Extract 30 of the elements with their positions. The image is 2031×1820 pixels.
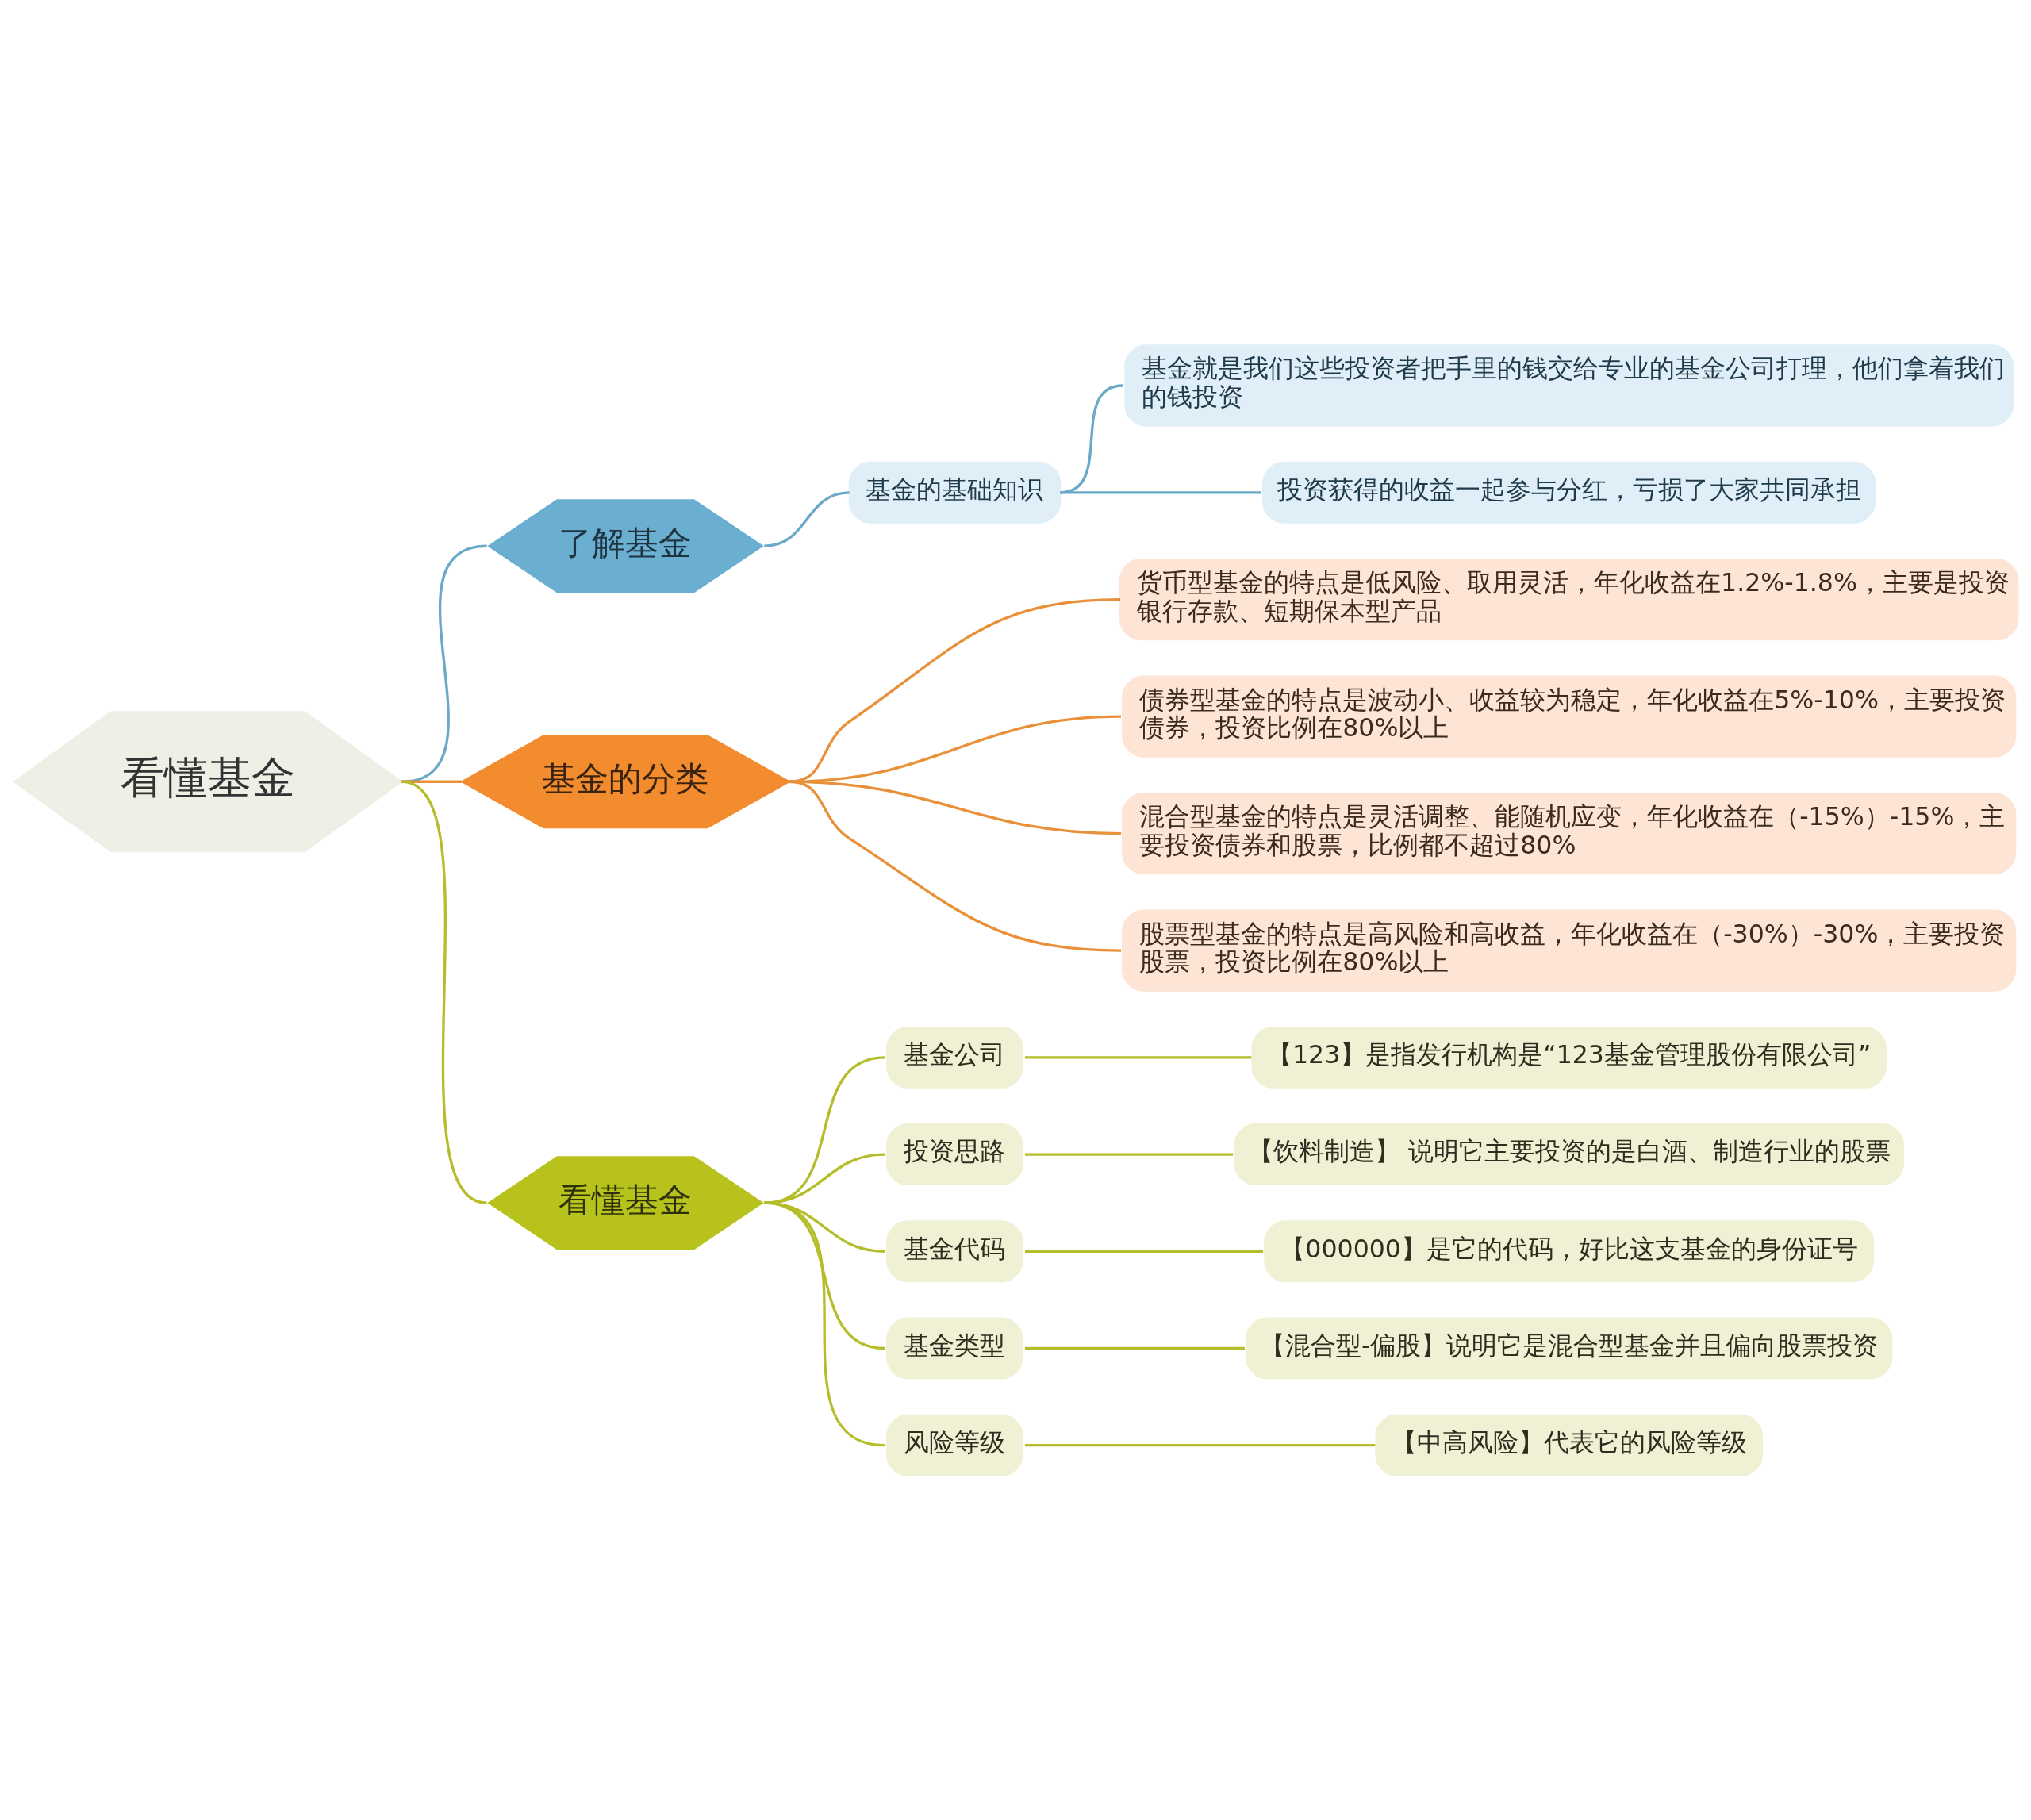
node-box: 货币型基金的特点是低风险、取用灵活，年化收益在1.2%-1.8%，主要是投资银行存款、短期保本型产品	[1119, 558, 2018, 640]
node-box: 投资思路	[885, 1123, 1023, 1185]
node-box: 【饮料制造】 说明它主要投资的是白酒、制造行业的股票	[1233, 1123, 1904, 1185]
node-box: 投资获得的收益一起参与分红，亏损了大家共同承担	[1261, 461, 1876, 524]
connector	[401, 780, 487, 1204]
connector	[1024, 1055, 1251, 1059]
connector	[763, 490, 850, 547]
connector	[1024, 1443, 1375, 1446]
node-box: 基金代码	[885, 1219, 1023, 1282]
connector	[1059, 490, 1261, 493]
node-box: 风险等级	[885, 1414, 1023, 1476]
connector	[789, 780, 1121, 952]
connector	[1024, 1250, 1263, 1253]
node-box: 基金就是我们这些投资者把手里的钱交给专业的基金公司打理，他们拿着我们的钱投资	[1123, 344, 2014, 427]
connector	[763, 1055, 885, 1204]
connector	[1024, 1152, 1233, 1156]
node-box: 债券型基金的特点是波动小、收益较为稳定，年化收益在5%-10%，主要投资债券，投资比例在80%以上	[1121, 675, 2016, 758]
node-box: 【混合型-偏股】说明它是混合型基金并且偏向股票投资	[1245, 1317, 1892, 1379]
node-box: 股票型基金的特点是高风险和高收益，年化收益在（-30%）-30%，主要投资股票，投资比例在80%以上	[1121, 908, 2016, 992]
node-box: 基金类型	[885, 1317, 1023, 1379]
connector	[1024, 1346, 1245, 1350]
node-box: 【123】是指发行机构是“123基金管理股份有限公司”	[1250, 1026, 1887, 1089]
connector	[763, 1152, 885, 1204]
node-box: 基金公司	[885, 1026, 1023, 1089]
node-box: 基金的基础知识	[848, 461, 1061, 524]
node-box: 【000000】是它的代码，好比这支基金的身份证号	[1263, 1219, 1874, 1282]
connector	[763, 1201, 885, 1446]
connector	[789, 597, 1120, 783]
node-box: 混合型基金的特点是灵活调整、能随机应变，年化收益在（-15%）-15%，主要投资债券和股票，比例都不超过80%	[1121, 792, 2016, 874]
node-box: 【中高风险】代表它的风险等级	[1374, 1414, 1763, 1476]
